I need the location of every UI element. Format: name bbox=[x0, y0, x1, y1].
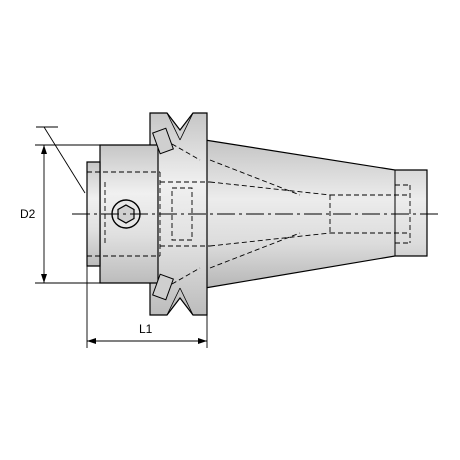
front-nose bbox=[86, 161, 101, 267]
flange-groove-bottom-2 bbox=[179, 287, 194, 316]
drive-key-top bbox=[152, 127, 174, 155]
flange-groove-bottom bbox=[166, 287, 181, 316]
d2-dimension bbox=[35, 144, 100, 284]
d2-label: D2 bbox=[20, 207, 36, 221]
flange-groove-top bbox=[166, 112, 181, 141]
drive-key-bottom bbox=[152, 273, 174, 301]
l1-label: L1 bbox=[139, 322, 153, 336]
chamfer-leader bbox=[36, 126, 86, 194]
hidden-lines bbox=[87, 139, 411, 289]
flange-groove-top-2 bbox=[179, 112, 194, 141]
l1-dimension bbox=[86, 266, 208, 348]
